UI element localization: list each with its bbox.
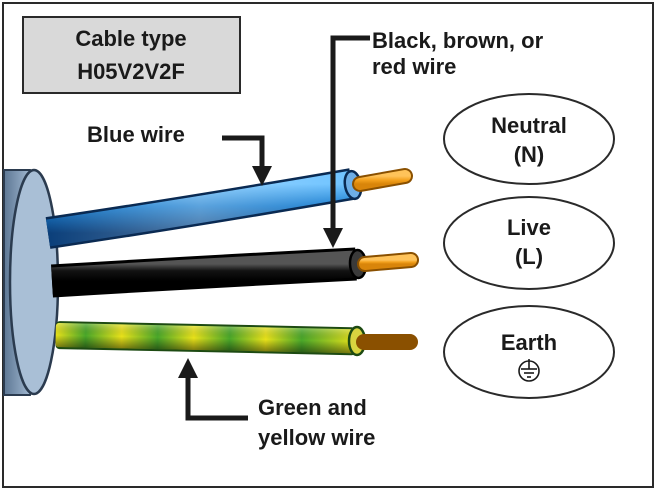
- cable-type-code: H05V2V2F: [77, 59, 185, 84]
- black-wire-label-line1: Black, brown, or: [372, 28, 544, 53]
- black-wire: [50, 247, 419, 298]
- earth-terminal: Earth: [443, 305, 615, 399]
- blue-wire: [45, 168, 413, 249]
- blue-wire-pointer: [222, 135, 272, 186]
- cable-sheath: [3, 168, 60, 396]
- live-label: Live: [507, 215, 551, 240]
- green-yellow-wire-pointer: [178, 358, 248, 421]
- green-yellow-wire: [55, 321, 418, 357]
- black-wire-pointer: [323, 35, 370, 248]
- cable-type-box: Cable type H05V2V2F: [22, 16, 241, 94]
- earth-label: Earth: [501, 330, 557, 355]
- green-yellow-label-line2: yellow wire: [258, 425, 375, 450]
- neutral-label: Neutral: [491, 113, 567, 138]
- blue-wire-label: Blue wire: [87, 122, 185, 147]
- neutral-terminal: Neutral (N): [443, 93, 615, 185]
- cable-type-title: Cable type: [75, 26, 186, 51]
- live-terminal: Live (L): [443, 196, 615, 290]
- live-code: (L): [515, 244, 543, 269]
- neutral-code: (N): [514, 142, 545, 167]
- earth-ground-icon: [518, 359, 540, 382]
- black-wire-label-line2: red wire: [372, 54, 456, 79]
- green-yellow-label-line1: Green and: [258, 395, 367, 420]
